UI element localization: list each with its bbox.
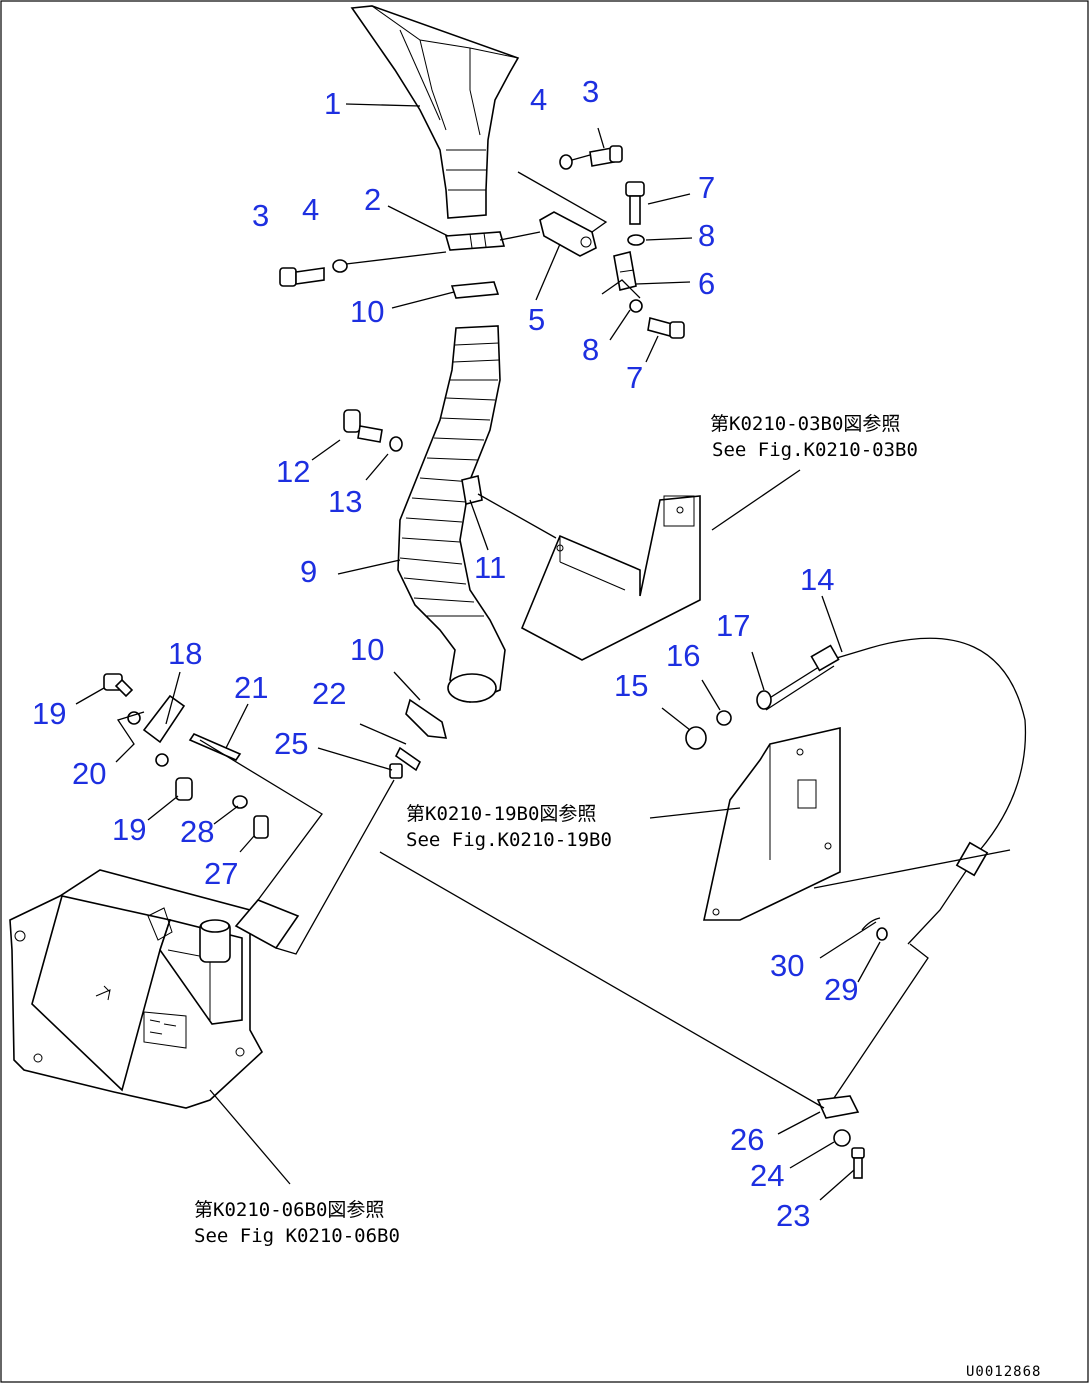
reference-notes: 第K0210-03B0図参照 See Fig.K0210-03B0 第K0210…	[194, 413, 918, 1247]
washer-13	[389, 436, 403, 452]
washer-4-right	[559, 154, 573, 170]
small-parts-group	[103, 673, 448, 839]
callout-18: 18	[168, 636, 202, 671]
callout-19: 19	[112, 812, 146, 847]
callout-4: 4	[530, 82, 547, 117]
callout-15: 15	[614, 668, 648, 703]
callout-6: 6	[698, 266, 715, 301]
callout-3: 3	[252, 198, 269, 233]
callout-4: 4	[302, 192, 319, 227]
callout-8: 8	[582, 332, 599, 367]
washer-24	[833, 1129, 851, 1147]
callout-16: 16	[666, 638, 700, 673]
washer-8-top	[627, 234, 645, 246]
reference-03B0-en: See Fig.K0210-03B0	[712, 439, 918, 461]
reference-19B0-jp: 第K0210-19B0図参照	[406, 803, 596, 825]
callout-2: 2	[364, 182, 381, 217]
callout-labels: 1 2 3 3 4 4 5 6 7 7 8 8 9 10 10 11 12 13…	[32, 74, 858, 1233]
callout-8: 8	[698, 218, 715, 253]
callout-19: 19	[32, 696, 66, 731]
callout-13: 13	[328, 484, 362, 519]
callout-5: 5	[528, 302, 545, 337]
callout-20: 20	[72, 756, 106, 791]
nut-17	[756, 690, 772, 710]
hose-bracket	[520, 495, 701, 661]
bolt-12	[343, 409, 383, 443]
callout-12: 12	[276, 454, 310, 489]
callout-7: 7	[698, 170, 715, 205]
callout-10: 10	[350, 294, 384, 329]
bolt-23	[851, 1147, 865, 1179]
leader-lines	[75, 103, 1011, 1201]
reference-19B0-en: See Fig.K0210-19B0	[406, 829, 612, 851]
part-11-hose-clip	[461, 475, 483, 505]
panel-bracket	[703, 726, 841, 921]
callout-30: 30	[770, 948, 804, 983]
part-6-bracket	[613, 251, 637, 291]
part-14-control-cable	[759, 637, 1027, 945]
callout-3: 3	[582, 74, 599, 109]
callout-7: 7	[626, 360, 643, 395]
washer-29	[876, 927, 888, 941]
part-9-flexible-hose	[397, 325, 506, 703]
callout-22: 22	[312, 676, 346, 711]
callout-1: 1	[324, 86, 341, 121]
callout-27: 27	[204, 856, 238, 891]
callout-21: 21	[234, 670, 268, 705]
bolt-7-bottom	[647, 316, 685, 339]
drawing-code: U0012868	[966, 1364, 1041, 1380]
bolt-3-left	[279, 267, 325, 287]
callout-23: 23	[776, 1198, 810, 1233]
callout-25: 25	[274, 726, 308, 761]
base-unit	[9, 869, 300, 1109]
washer-4-left	[332, 259, 348, 273]
knob-15	[685, 726, 707, 750]
callout-28: 28	[180, 814, 214, 849]
reference-06B0-en: See Fig K0210-06B0	[194, 1225, 400, 1247]
callout-10: 10	[350, 632, 384, 667]
reference-06B0-jp: 第K0210-06B0図参照	[194, 1199, 384, 1221]
part-5-holder	[539, 211, 597, 257]
part-1-outlet-nozzle	[350, 5, 520, 219]
callout-11: 11	[474, 550, 506, 585]
callout-24: 24	[750, 1158, 784, 1193]
callout-29: 29	[824, 972, 858, 1007]
callout-17: 17	[716, 608, 750, 643]
washer-8-bottom	[629, 299, 643, 313]
callout-14: 14	[800, 562, 834, 597]
bolt-3-right	[589, 145, 623, 167]
reference-03B0-jp: 第K0210-03B0図参照	[710, 413, 900, 435]
lever-26	[816, 1095, 860, 1119]
nut-16	[716, 710, 732, 726]
part-2-band-clamp	[444, 231, 506, 251]
callout-9: 9	[300, 554, 317, 589]
part-10-clamp-top	[450, 281, 500, 299]
pin-30	[861, 917, 881, 931]
bolt-7-top	[625, 181, 645, 225]
callout-26: 26	[730, 1122, 764, 1157]
